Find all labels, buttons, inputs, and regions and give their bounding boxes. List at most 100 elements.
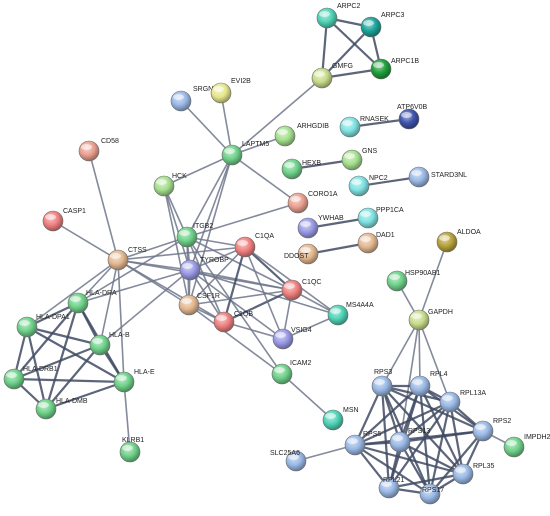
node-hck[interactable]: HCK — [153, 173, 187, 197]
node-gapdh[interactable]: GAPDH — [408, 309, 453, 331]
node-arpc3[interactable]: ARPC3 — [360, 12, 404, 38]
node-hla-b[interactable]: HLA-B — [89, 332, 130, 356]
node-coro1a[interactable]: CORO1A — [287, 191, 338, 214]
node-circle-arpc3[interactable] — [360, 16, 382, 38]
node-c1qc[interactable]: C1QC — [281, 279, 321, 301]
node-circle-hexb[interactable] — [281, 158, 303, 180]
node-ddost[interactable]: DDOST — [284, 243, 319, 265]
node-dad1[interactable]: DAD1 — [357, 232, 395, 254]
node-cd58[interactable]: CD58 — [78, 138, 119, 162]
node-rps13[interactable]: RPS13 — [389, 428, 430, 453]
node-rps17[interactable]: RPS17 — [419, 483, 444, 505]
node-c1qb[interactable]: C1QB — [213, 311, 253, 333]
node-circle-ppp1ca[interactable] — [357, 207, 379, 229]
node-circle-arhgdib[interactable] — [274, 125, 296, 147]
node-circle-klrb1[interactable] — [119, 441, 141, 463]
node-rpl13a[interactable]: RPL13A — [439, 390, 486, 413]
node-npc2[interactable]: NPC2 — [348, 175, 388, 197]
node-laptm5[interactable]: LAPTM5 — [221, 141, 269, 166]
node-hla-dra[interactable]: HLA-DRA — [67, 290, 117, 314]
node-circle-hla-dmb[interactable] — [35, 398, 57, 420]
node-circle-arpc1b[interactable] — [370, 58, 392, 80]
node-rps2[interactable]: RPS2 — [472, 418, 511, 442]
node-circle-vsig4[interactable] — [272, 328, 294, 350]
node-circle-dad1[interactable] — [357, 232, 379, 254]
node-rpl4[interactable]: RPL4 — [409, 371, 448, 397]
node-hexb[interactable]: HEXB — [281, 158, 321, 180]
node-circle-ywhab[interactable] — [297, 217, 319, 239]
node-circle-gmfg[interactable] — [311, 67, 333, 89]
node-circle-laptm5[interactable] — [221, 144, 243, 166]
node-msn[interactable]: MSN — [322, 407, 359, 431]
node-atp6v0b[interactable]: ATP6V0B — [397, 104, 428, 130]
node-circle-atp6v0b[interactable] — [398, 108, 420, 130]
node-circle-hck[interactable] — [153, 175, 175, 197]
node-stard3nl[interactable]: STARD3NL — [408, 166, 467, 188]
node-ms4a4a[interactable]: MS4A4A — [327, 302, 374, 326]
node-circle-evi2b[interactable] — [210, 82, 232, 104]
node-vsig4[interactable]: VSIG4 — [272, 327, 312, 350]
node-circle-hla-drb1[interactable] — [3, 368, 25, 390]
node-ppp1ca[interactable]: PPP1CA — [357, 207, 404, 229]
node-circle-hla-dra[interactable] — [67, 292, 89, 314]
node-hla-dpa1[interactable]: HLA-DPA1 — [16, 314, 70, 338]
node-srgn[interactable]: SRGN — [170, 86, 213, 112]
node-ywhab[interactable]: YWHAB — [297, 215, 344, 239]
node-icam2[interactable]: ICAM2 — [271, 360, 312, 385]
node-arpc2[interactable]: ARPC2 — [316, 3, 360, 29]
node-c1qa[interactable]: C1QA — [234, 233, 274, 258]
node-hla-e[interactable]: HLA-E — [113, 369, 155, 393]
node-evi2b[interactable]: EVI2B — [210, 78, 251, 104]
node-hsp90ab1[interactable]: HSP90AB1 — [386, 270, 441, 292]
node-circle-c1qc[interactable] — [281, 279, 303, 301]
node-circle-casp1[interactable] — [42, 210, 64, 232]
node-circle-impdh2[interactable] — [503, 436, 525, 458]
node-circle-coro1a[interactable] — [287, 192, 309, 214]
node-circle-itgb2[interactable] — [176, 226, 198, 248]
node-circle-hla-e[interactable] — [113, 371, 135, 393]
node-slc25a6[interactable]: SLC25A6 — [270, 450, 307, 472]
node-circle-rps5[interactable] — [344, 434, 366, 456]
node-gns[interactable]: GNS — [341, 148, 378, 171]
node-circle-rpl35[interactable] — [452, 463, 474, 485]
node-circle-rps13[interactable] — [389, 431, 411, 453]
node-circle-c1qb[interactable] — [213, 311, 235, 333]
node-circle-arpc2[interactable] — [316, 7, 338, 29]
node-itgb2[interactable]: ITGB2 — [176, 223, 213, 248]
node-rpl21[interactable]: RPL21 — [378, 477, 405, 499]
node-gmfg[interactable]: GMFG — [311, 63, 353, 89]
node-circle-gns[interactable] — [341, 149, 363, 171]
node-casp1[interactable]: CASP1 — [42, 208, 86, 232]
node-circle-rpl13a[interactable] — [439, 391, 461, 413]
node-klrb1[interactable]: KLRB1 — [119, 437, 144, 463]
node-hla-dmb[interactable]: HLA-DMB — [35, 398, 88, 420]
node-rpl35[interactable]: RPL35 — [452, 463, 495, 485]
node-rnasek[interactable]: RNASEK — [339, 116, 389, 138]
node-circle-ctss[interactable] — [107, 249, 129, 271]
node-circle-c1qa[interactable] — [234, 236, 256, 258]
node-hla-drb1[interactable]: HLA-DRB1 — [3, 366, 58, 390]
node-circle-rps3[interactable] — [371, 375, 393, 397]
node-circle-ms4a4a[interactable] — [327, 304, 349, 326]
node-circle-stard3nl[interactable] — [408, 166, 430, 188]
node-circle-msn[interactable] — [322, 409, 344, 431]
node-circle-tyrobp[interactable] — [179, 259, 201, 281]
node-circle-cd58[interactable] — [78, 140, 100, 162]
node-arhgdib[interactable]: ARHGDIB — [274, 123, 329, 147]
node-aldoa[interactable]: ALDOA — [436, 229, 481, 253]
node-circle-hla-b[interactable] — [89, 334, 111, 356]
node-circle-csf1r[interactable] — [178, 294, 200, 316]
node-circle-npc2[interactable] — [348, 175, 370, 197]
node-circle-rps2[interactable] — [472, 420, 494, 442]
node-rps3[interactable]: RPS3 — [371, 369, 393, 397]
node-circle-rpl4[interactable] — [409, 375, 431, 397]
node-circle-gapdh[interactable] — [408, 309, 430, 331]
node-ctss[interactable]: CTSS — [107, 247, 147, 271]
node-circle-hla-dpa1[interactable] — [16, 316, 38, 338]
node-rps5[interactable]: RPS5 — [344, 431, 381, 456]
node-tyrobp[interactable]: TYROBP — [179, 257, 229, 281]
node-arpc1b[interactable]: ARPC1B — [370, 58, 419, 80]
node-impdh2[interactable]: IMPDH2 — [503, 434, 550, 458]
node-circle-icam2[interactable] — [271, 363, 293, 385]
node-circle-srgn[interactable] — [170, 90, 192, 112]
